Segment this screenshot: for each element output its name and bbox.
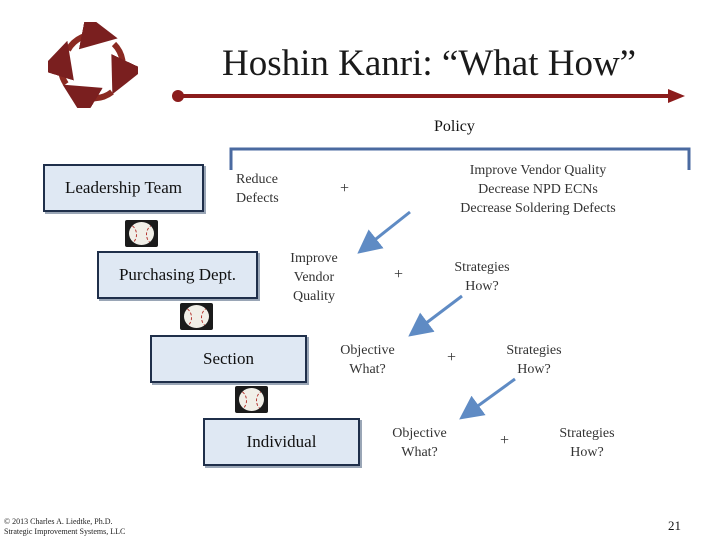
row4-plus: + [500,432,510,449]
row2-plus: + [394,266,404,283]
section-box: Section [150,335,307,383]
individual-box: Individual [203,418,360,466]
baseball-icon [180,303,213,330]
leadership-team-label: Leadership Team [65,178,182,197]
leadership-team-box: Leadership Team [43,164,204,212]
row3-plus: + [447,349,457,366]
purchasing-dept-label: Purchasing Dept. [118,265,237,284]
cascade-arrow-2 [408,294,463,337]
title-rule [172,89,685,103]
cascade-arrow-3 [459,377,516,420]
section-label: Section [203,349,254,368]
cascade-arrow-1 [357,210,411,254]
policy-bracket [229,147,691,170]
policy-label: Policy [434,118,475,135]
page-title: Hoshin Kanri: “What How” [222,43,637,84]
baseball-icon [235,386,268,413]
individual-label: Individual [246,432,317,451]
copyright-footer: © 2013 Charles A. Liedtke, Ph.D. Strateg… [4,517,126,536]
cycle-arrows-icon [48,22,138,108]
row1-plus: + [340,180,350,197]
page-number: 21 [668,518,681,533]
baseball-icon [125,220,158,247]
purchasing-dept-box: Purchasing Dept. [97,251,258,299]
